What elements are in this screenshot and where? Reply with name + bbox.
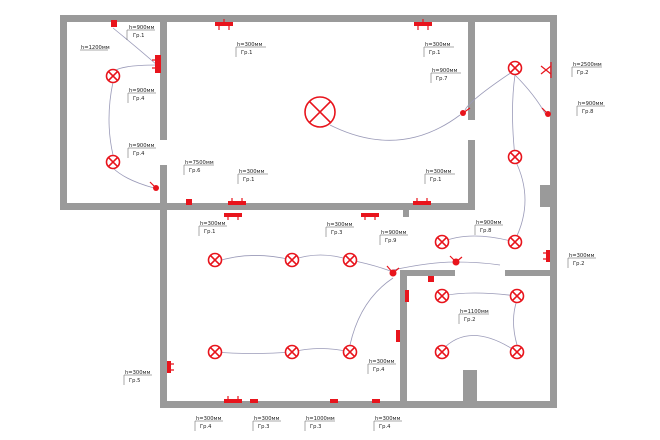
height-label: h=900мм [129,143,154,149]
junction-box-icon [111,20,117,27]
devices [111,19,552,403]
lamp-icon [207,252,223,268]
height-label: h=1000мм [306,416,335,422]
height-label: h=300мм [426,169,451,175]
lamp-icon [434,288,450,304]
group-label: Гр.8 [480,228,491,234]
height-label: h=300мм [569,253,594,259]
junction-box-icon [428,276,434,282]
group-label: Гр.4 [373,367,385,373]
group-label: Гр.1 [430,177,441,183]
height-label: h=900мм [129,25,154,31]
group-label: Гр.4 [133,96,145,102]
height-label: h=900мм [578,101,603,107]
group-label: Гр.3 [310,424,321,430]
height-label: h=300мм [239,169,264,175]
lamp-icon [509,288,525,304]
switch-icon [152,55,161,73]
group-label: Гр.7 [436,76,447,82]
lamp-icon [207,344,223,360]
switch-icon [460,107,471,116]
switch-icon [541,107,551,117]
lamp-icon [434,344,450,360]
group-label: Гр.1 [429,50,440,56]
socket-icon [228,198,246,205]
socket-icon [396,330,400,342]
chandelier-icon [304,96,336,128]
group-label: Гр.3 [331,230,342,236]
lamp-bracket-icon [540,62,552,78]
junction-box-icon [186,199,192,205]
socket-icon [543,250,550,262]
height-label: h=300мм [125,370,150,376]
walls [60,15,557,408]
socket-icon [330,399,338,403]
lamp-icon [507,149,523,165]
group-label: Гр.8 [582,109,593,115]
group-label: Гр.1 [243,177,254,183]
socket-icon [372,399,380,403]
lamp-icon [509,344,525,360]
lamps [105,60,525,360]
lamp-icon [434,234,450,250]
lamp-icon [342,252,358,268]
socket-icon [224,396,242,403]
group-label: Гр.6 [189,168,200,174]
switch-icon [449,255,463,266]
height-label: h=300мм [375,416,400,422]
group-label: Гр.2 [577,70,588,76]
height-label: h=2500мм [573,62,602,68]
lamp-icon [284,252,300,268]
height-label: h=300мм [237,42,262,48]
height-label: h=300мм [369,359,394,365]
group-label: Гр.3 [258,424,269,430]
height-label: h=900мм [381,230,406,236]
group-label: Гр.1 [241,50,252,56]
group-label: Гр.4 [379,424,391,430]
height-label: h=300мм [200,221,225,227]
height-label: h=1100мм [460,309,489,315]
switch-icon [386,265,400,277]
height-label: h=300мм [425,42,450,48]
wiring [108,27,547,354]
lamp-icon [284,344,300,360]
group-label: Гр.4 [200,424,212,430]
switch-icon [149,181,159,191]
height-label: h=900мм [129,88,154,94]
lamp-icon [507,234,523,250]
socket-icon [414,19,432,30]
socket-icon [405,290,409,302]
lamp-icon [105,154,121,170]
leaders [80,29,605,431]
height-label: h=7500мм [185,160,214,166]
lamp-icon [342,344,358,360]
height-label: h=1200мм [81,45,110,51]
height-label: h=900мм [432,68,457,74]
group-label: Гр.1 [204,229,215,235]
socket-icon [224,213,242,220]
group-label: Гр.9 [385,238,396,244]
socket-icon [413,198,431,205]
socket-icon [215,19,233,30]
group-label: Гр.2 [573,261,584,267]
height-label: h=900мм [476,220,501,226]
height-label: h=300мм [254,416,279,422]
group-label: Гр.4 [133,151,145,157]
height-label: h=300мм [196,416,221,422]
socket-icon [167,361,174,373]
lamp-icon [507,60,523,76]
group-label: Гр.5 [129,378,140,384]
socket-icon [250,399,258,403]
group-label: Гр.1 [133,33,144,39]
group-label: Гр.2 [464,317,475,323]
annotations: h=900мм Гр.1 h=1200мм h=300мм Гр.1 h=300… [81,25,603,430]
socket-icon [361,213,379,220]
lamp-icon [105,68,121,84]
height-label: h=300мм [327,222,352,228]
